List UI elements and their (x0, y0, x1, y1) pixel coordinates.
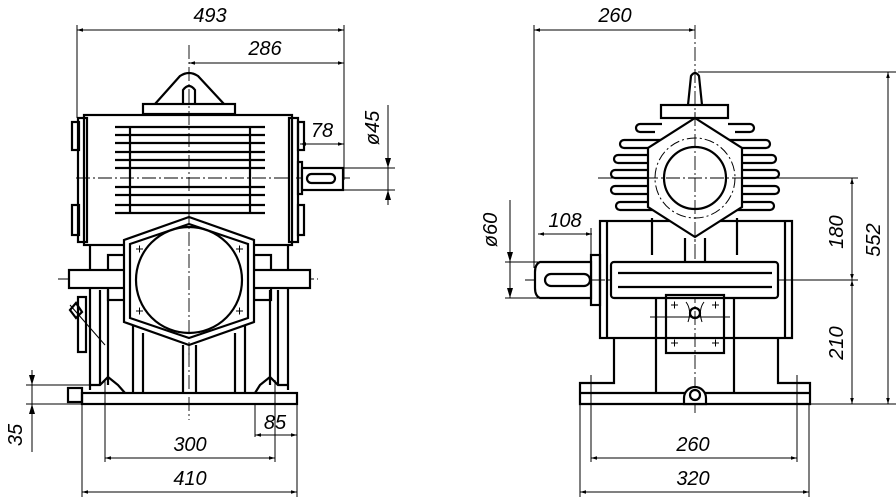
dim-320: 320 (676, 468, 709, 490)
worm-housing (70, 113, 306, 247)
dim-260-bottom: 260 (675, 434, 709, 456)
worm-cover (600, 112, 800, 245)
side-view: 260 108 ø60 180 210 552 260 (480, 5, 896, 497)
cooling-fins-side (609, 122, 781, 212)
dim-108: 108 (548, 210, 581, 232)
side-dimensions: 260 108 ø60 180 210 552 260 (480, 5, 896, 497)
dim-phi45: ø45 (362, 110, 384, 145)
output-shaft (533, 253, 602, 307)
cooling-fins (115, 125, 265, 215)
dim-260-top: 260 (597, 5, 631, 27)
dim-35: 35 (5, 423, 27, 446)
dim-286: 286 (247, 38, 282, 60)
wheel-housing (67, 210, 312, 393)
dim-493: 493 (193, 5, 226, 27)
input-shaft (300, 166, 345, 192)
dim-300: 300 (173, 434, 206, 456)
bolt-marks (136, 245, 243, 315)
dim-210: 210 (826, 326, 848, 360)
breather (686, 71, 704, 106)
dim-78: 78 (311, 120, 333, 142)
dim-phi60: ø60 (480, 213, 502, 247)
front-view: 493 286 78 ø45 35 85 300 410 (5, 5, 395, 497)
front-base (66, 375, 299, 406)
side-base (578, 338, 812, 406)
dim-180: 180 (826, 215, 848, 248)
front-dimensions: 493 286 78 ø45 35 85 300 410 (5, 5, 395, 497)
side-housing (598, 218, 794, 393)
dim-552: 552 (863, 223, 885, 256)
oil-gauge (68, 295, 106, 354)
bolt-marks-side (671, 301, 719, 347)
dim-410: 410 (173, 468, 206, 490)
dim-85: 85 (264, 412, 287, 434)
